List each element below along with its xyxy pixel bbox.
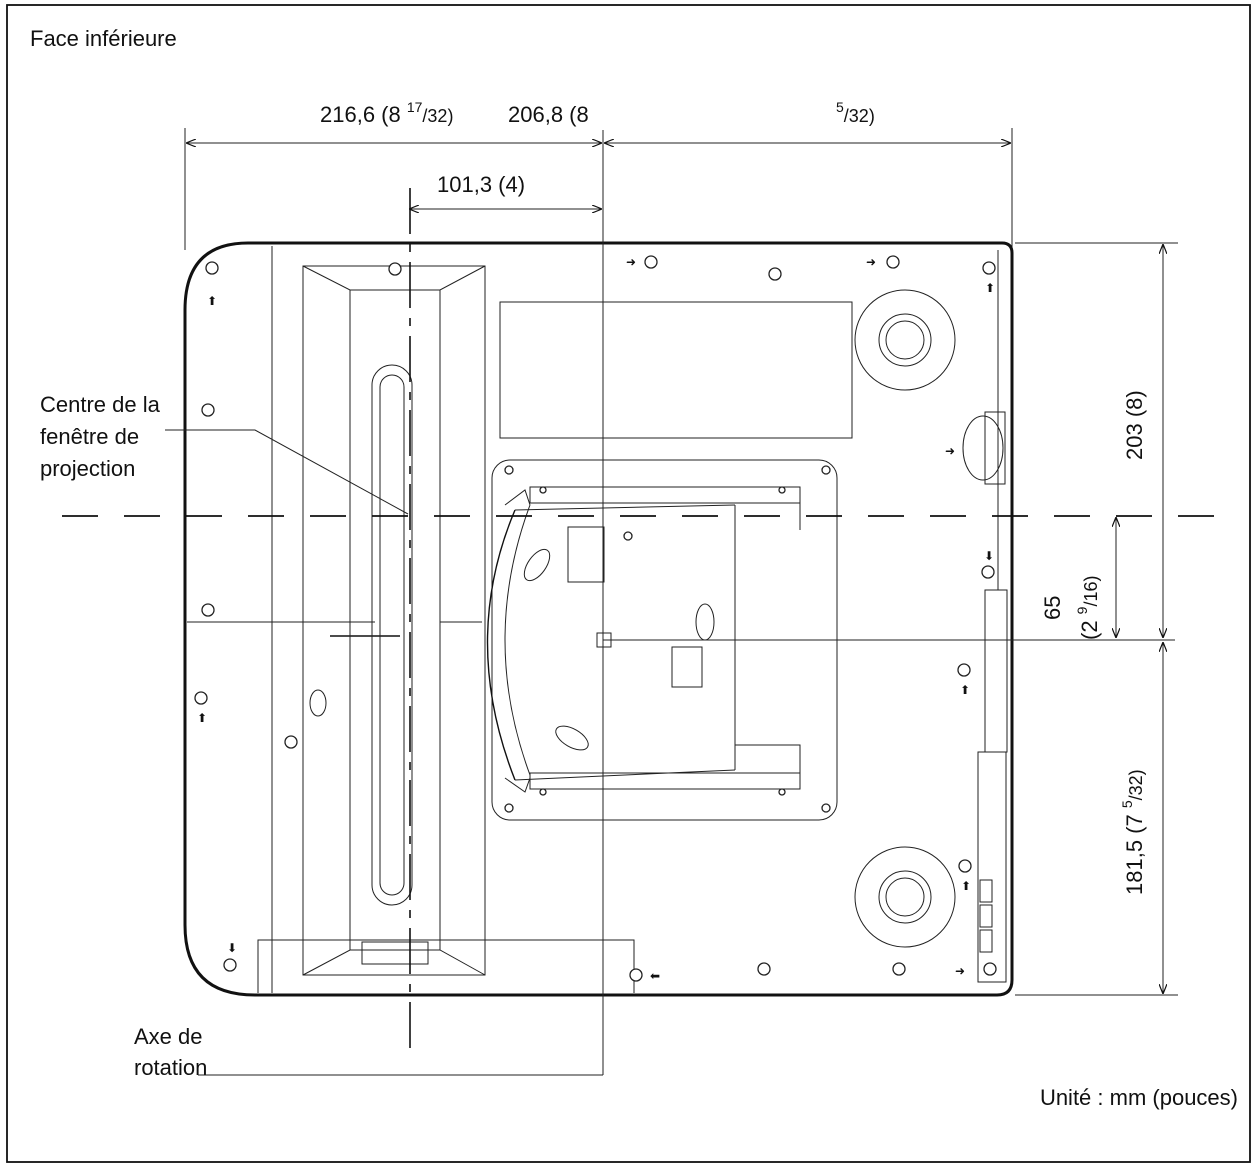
svg-text:projection: projection <box>40 456 135 481</box>
svg-text:⬆: ⬆ <box>207 294 217 308</box>
svg-text:Centre de la: Centre de la <box>40 392 161 417</box>
dimension-offset-inches: (2 9/16) <box>1074 575 1102 640</box>
dimension-left-to-axis: 206,8 (8 <box>508 102 589 127</box>
inner-dimension: 101,3 (4) <box>410 172 601 209</box>
svg-text:Axe de: Axe de <box>134 1024 203 1049</box>
dimension-height-to-axis: 203 (8) <box>1122 390 1147 460</box>
svg-text:rotation: rotation <box>134 1055 207 1080</box>
svg-text:⬇: ⬇ <box>984 549 994 563</box>
svg-text:fenêtre de: fenêtre de <box>40 424 139 449</box>
unit-label: Unité : mm (pouces) <box>1040 1085 1238 1110</box>
dimension-offset-value: 65 <box>1040 596 1065 620</box>
svg-text:➜: ➜ <box>626 255 636 269</box>
right-dimensions: 203 (8) 65 (2 9/16) 181,5 (7 5/32) <box>1015 242 1178 996</box>
top-dimension: 216,6 (8 17/32) 206,8 (8 5/32) <box>184 99 1013 250</box>
callout-rotation-axis: Axe de rotation <box>134 1024 603 1080</box>
svg-text:⬆: ⬆ <box>960 683 970 697</box>
svg-text:➜: ➜ <box>945 444 955 458</box>
svg-text:⬅: ⬅ <box>650 969 660 983</box>
dimension-overall-width: 216,6 (8 17/32) <box>320 99 453 127</box>
screw-arrows: ➜ ➜ ➜ ➜ ⬅ ⬆ ⬆ ⬆ ⬆ ⬆ ⬇ ⬇ <box>197 255 995 983</box>
svg-text:⬆: ⬆ <box>197 711 207 725</box>
dimension-axis-to-bottom: 181,5 (7 5/32) <box>1119 769 1147 895</box>
svg-text:⬆: ⬆ <box>985 281 995 295</box>
outer-frame <box>6 4 1251 1163</box>
callout-center-window: Centre de la fenêtre de projection <box>40 392 409 515</box>
projector-body <box>183 241 1014 997</box>
dimension-window-to-axis: 101,3 (4) <box>437 172 525 197</box>
page-title: Face inférieure <box>30 26 177 51</box>
dimension-right-fraction: 5/32) <box>836 99 875 126</box>
svg-text:➜: ➜ <box>955 964 965 978</box>
svg-text:⬇: ⬇ <box>227 941 237 955</box>
svg-text:➜: ➜ <box>866 255 876 269</box>
screws <box>194 255 997 982</box>
svg-text:⬆: ⬆ <box>961 879 971 893</box>
